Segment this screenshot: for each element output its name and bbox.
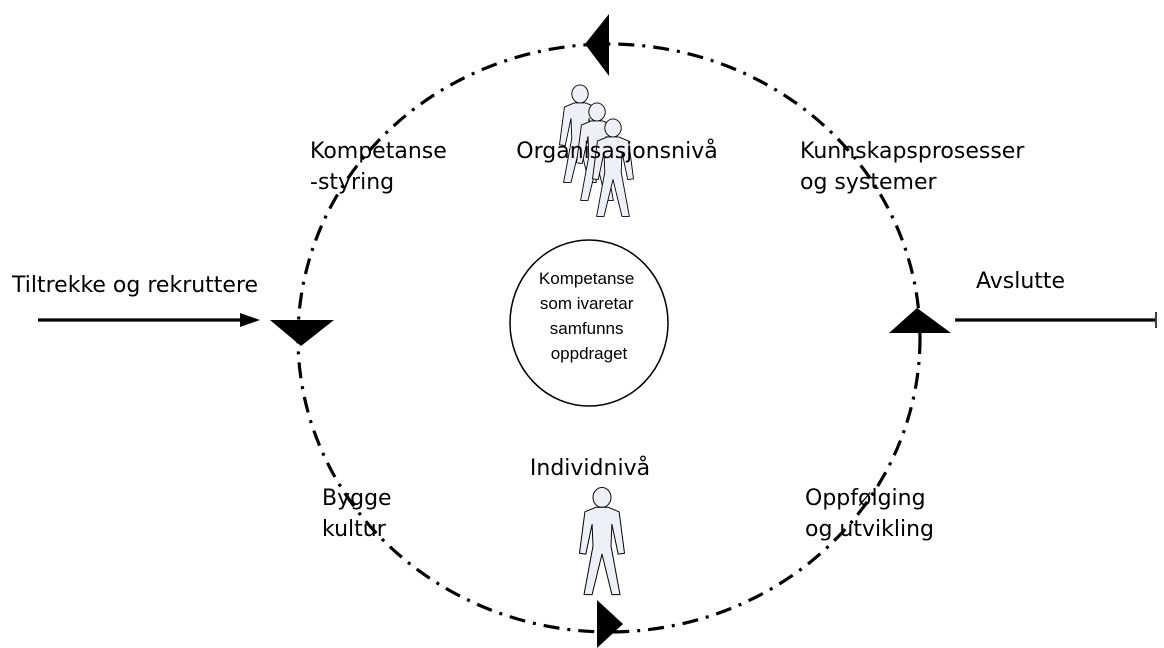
stage-build-culture: Bygge kultur — [322, 486, 399, 542]
center-text: Kompetanse som ivaretar samfunns oppdrag… — [539, 269, 639, 363]
organization-level-label: Organisasjonsnivå — [516, 138, 717, 164]
ring-arrow-left — [270, 320, 334, 346]
center-line-1: Kompetanse — [539, 269, 634, 288]
person-icon — [579, 487, 625, 596]
stage-follow-up: Oppfølging og utvikling — [805, 486, 934, 542]
center-line-3: samfunns — [550, 319, 624, 338]
exit-label: Avslutte — [976, 269, 1065, 294]
center-line-2: som ivaretar — [540, 294, 634, 313]
stage-competence-management: Kompetanse -styring — [310, 139, 454, 195]
center-line-4: oppdraget — [551, 344, 628, 363]
individual-level-label: Individnivå — [530, 455, 650, 481]
ring-arrow-top — [585, 14, 609, 76]
ring-arrow-bottom — [597, 600, 623, 648]
ring-arrow-right — [889, 308, 951, 333]
entry-label: Tiltrekke og rekruttere — [11, 273, 258, 298]
entry-arrowhead — [240, 313, 260, 327]
stage-knowledge-processes: Kunnskapsprosesser og systemer — [800, 139, 1031, 195]
center-circle — [509, 239, 669, 407]
